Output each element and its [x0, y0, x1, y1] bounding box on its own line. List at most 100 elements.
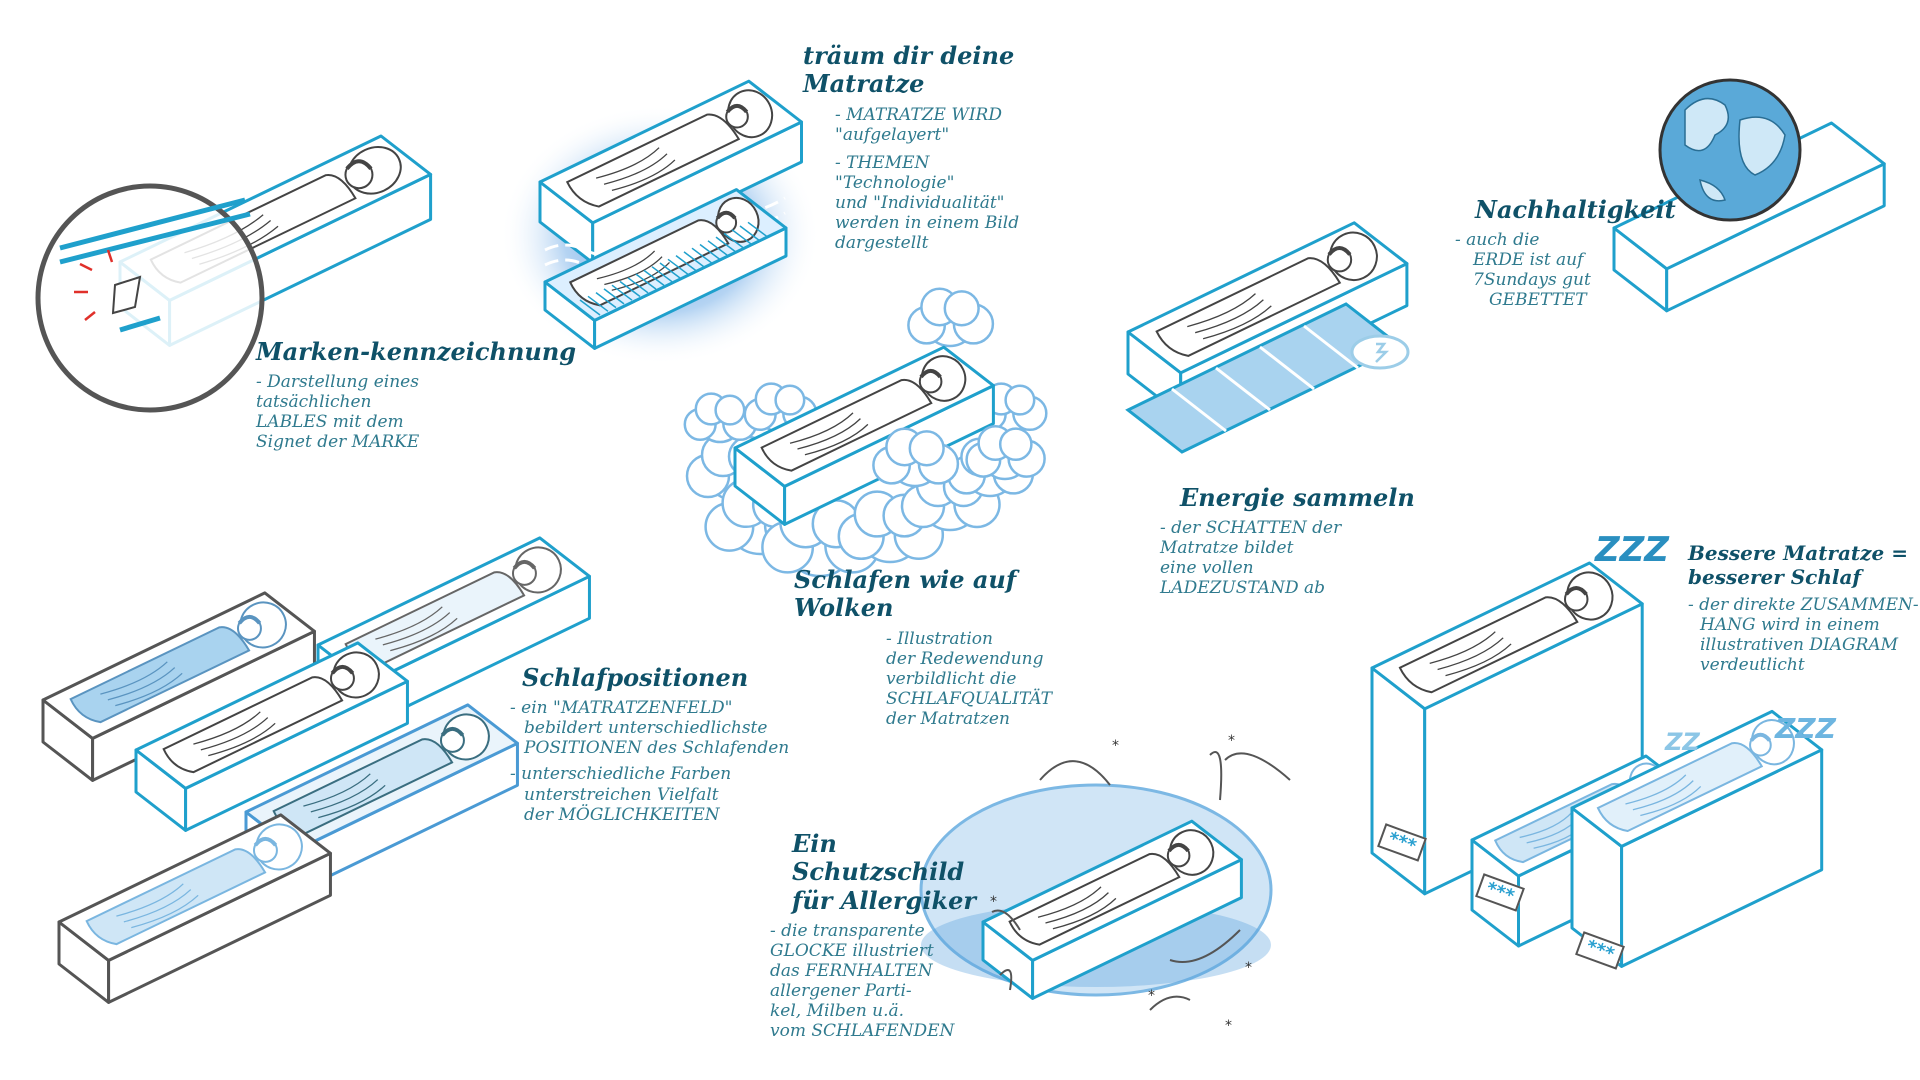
- blanket-fold: [208, 722, 276, 757]
- note-line: der Matratzen: [886, 708, 1010, 729]
- lightning-icon: [1375, 342, 1390, 363]
- note-line: verbildlicht die: [886, 668, 1017, 689]
- spring-line: [731, 229, 753, 246]
- spring-line: [667, 258, 689, 275]
- blanket: [1008, 852, 1181, 946]
- blanket: [1155, 257, 1342, 357]
- allergen-particle-icon: *: [990, 894, 997, 910]
- mattress-position-2: [316, 536, 591, 727]
- blanket-fold: [107, 667, 176, 701]
- attention-marks-icon: [74, 249, 114, 321]
- brand-label-tag: [111, 275, 142, 315]
- note-traeum-dir-deine-matratze: träum dir deine Matratze - MATRATZE WIRD…: [803, 41, 1033, 253]
- note-title: Bessere Matratze = besserer Schlaf: [1688, 541, 1908, 589]
- note-line: und "Individualität": [835, 192, 1005, 213]
- blanket-fold: [596, 250, 656, 280]
- blanket-fold: [797, 418, 861, 450]
- cloud-puff: [943, 290, 980, 327]
- note-bessere-matratze: Bessere Matratze = besserer Schlaf - der…: [1688, 541, 1919, 675]
- blanket-fold: [1429, 631, 1496, 664]
- blanket-fold: [375, 606, 443, 640]
- blanket-fold: [382, 612, 451, 646]
- magnifier-lens: [35, 183, 265, 413]
- blanket-fold: [193, 711, 261, 745]
- blanket-fold: [1625, 774, 1687, 805]
- note-schlafpositionen: Schlafpositionen - ein "MATRATZENFELD" b…: [510, 663, 789, 825]
- note-line: GEBETTET: [1489, 290, 1587, 311]
- blanket-fold: [611, 261, 670, 291]
- spring-line: [659, 262, 681, 279]
- mattress-shielded: [981, 819, 1243, 1000]
- blanket-fold: [1640, 785, 1702, 817]
- note-line: 7Sundays gut: [1473, 270, 1591, 291]
- blanket-fold: [131, 894, 199, 929]
- blanket-fold: [390, 617, 458, 652]
- cloud-icon: [837, 490, 945, 564]
- note-title: träum dir deine Matratze: [803, 41, 1015, 99]
- spring-line: [699, 243, 721, 261]
- sleeper-hair: [715, 210, 737, 220]
- sleeper-hair: [725, 103, 749, 114]
- blanket-fold: [123, 889, 192, 923]
- note-line: - unterschiedliche Farben: [510, 764, 732, 785]
- sleeper-hair: [440, 726, 465, 737]
- note-nachhaltigkeit: Nachhaltigkeit - auch die ERDE ist auf 7…: [1455, 195, 1676, 311]
- note-line: "aufgelayert": [835, 124, 950, 145]
- blanket: [568, 219, 730, 307]
- note-line: dargestellt: [835, 232, 929, 253]
- note-line: eine vollen: [1160, 558, 1254, 579]
- blanket-fold: [611, 159, 676, 191]
- deflected-particle-path: [1224, 752, 1291, 781]
- note-line: - Illustration: [886, 628, 993, 649]
- mattress-spring-layer: [543, 188, 788, 350]
- note-line: - der SCHATTEN der: [1160, 518, 1342, 539]
- spring-line: [715, 236, 737, 253]
- blanket-fold: [1202, 305, 1272, 340]
- note-line: - ein "MATRATZENFELD": [510, 698, 733, 719]
- sleeper-hair: [512, 559, 537, 570]
- sleeper-hair: [1564, 585, 1588, 596]
- sleeper-hair: [345, 159, 373, 171]
- cloud-puff: [774, 384, 806, 416]
- sleeper-hair: [1749, 732, 1772, 742]
- sleeper-hair: [1167, 842, 1190, 853]
- blanket-fold: [318, 784, 386, 819]
- spring-line: [643, 269, 665, 286]
- note-line: - MATRATZE WIRD: [835, 104, 1002, 125]
- blanket-fold: [804, 423, 869, 456]
- battery-cell-divider: [1215, 366, 1271, 412]
- note-title: Energie sammeln: [1180, 483, 1415, 512]
- cloud-icon: [743, 382, 818, 434]
- spring-line: [651, 266, 673, 283]
- spring-line: [723, 232, 745, 249]
- note-line: LADEZUSTAND ab: [1160, 578, 1326, 599]
- note-line: unterstreichen Vielfalt: [524, 784, 719, 805]
- blanket-fold: [1187, 293, 1256, 328]
- cloud-puff: [1004, 384, 1036, 416]
- blanket-fold: [1445, 643, 1512, 677]
- sleeper-hair: [237, 614, 262, 625]
- cloud-icon: [872, 427, 960, 488]
- allergen-particle-icon: *: [1225, 1018, 1232, 1034]
- cloud-puff: [998, 427, 1033, 462]
- battery-cell-divider: [1259, 345, 1315, 391]
- spring-line: [675, 255, 697, 272]
- deflected-particle-path: [1169, 929, 1241, 963]
- spring-line: [579, 299, 601, 316]
- note-line: bebildert unterschiedlichste: [524, 718, 768, 739]
- blanket-fold: [116, 883, 184, 917]
- note-line: ERDE ist auf: [1473, 250, 1584, 271]
- sleep-zzz-medium: ZZZ: [1775, 712, 1836, 745]
- deflected-particle-path: [1039, 760, 1111, 786]
- cloud-icon: [907, 287, 995, 348]
- blanket-fold: [115, 672, 183, 707]
- cloud-puff: [908, 430, 945, 467]
- blanket-fold: [1437, 637, 1504, 671]
- spring-line: [739, 225, 761, 242]
- note-schlafen-wie-auf-wolken: Schlafen wie auf Wolken - Illustration d…: [794, 565, 1054, 729]
- spring-line: [747, 221, 769, 238]
- note-line: tatsächlichen: [256, 392, 372, 413]
- spring-line: [707, 240, 729, 257]
- blanket-fold: [1045, 892, 1109, 924]
